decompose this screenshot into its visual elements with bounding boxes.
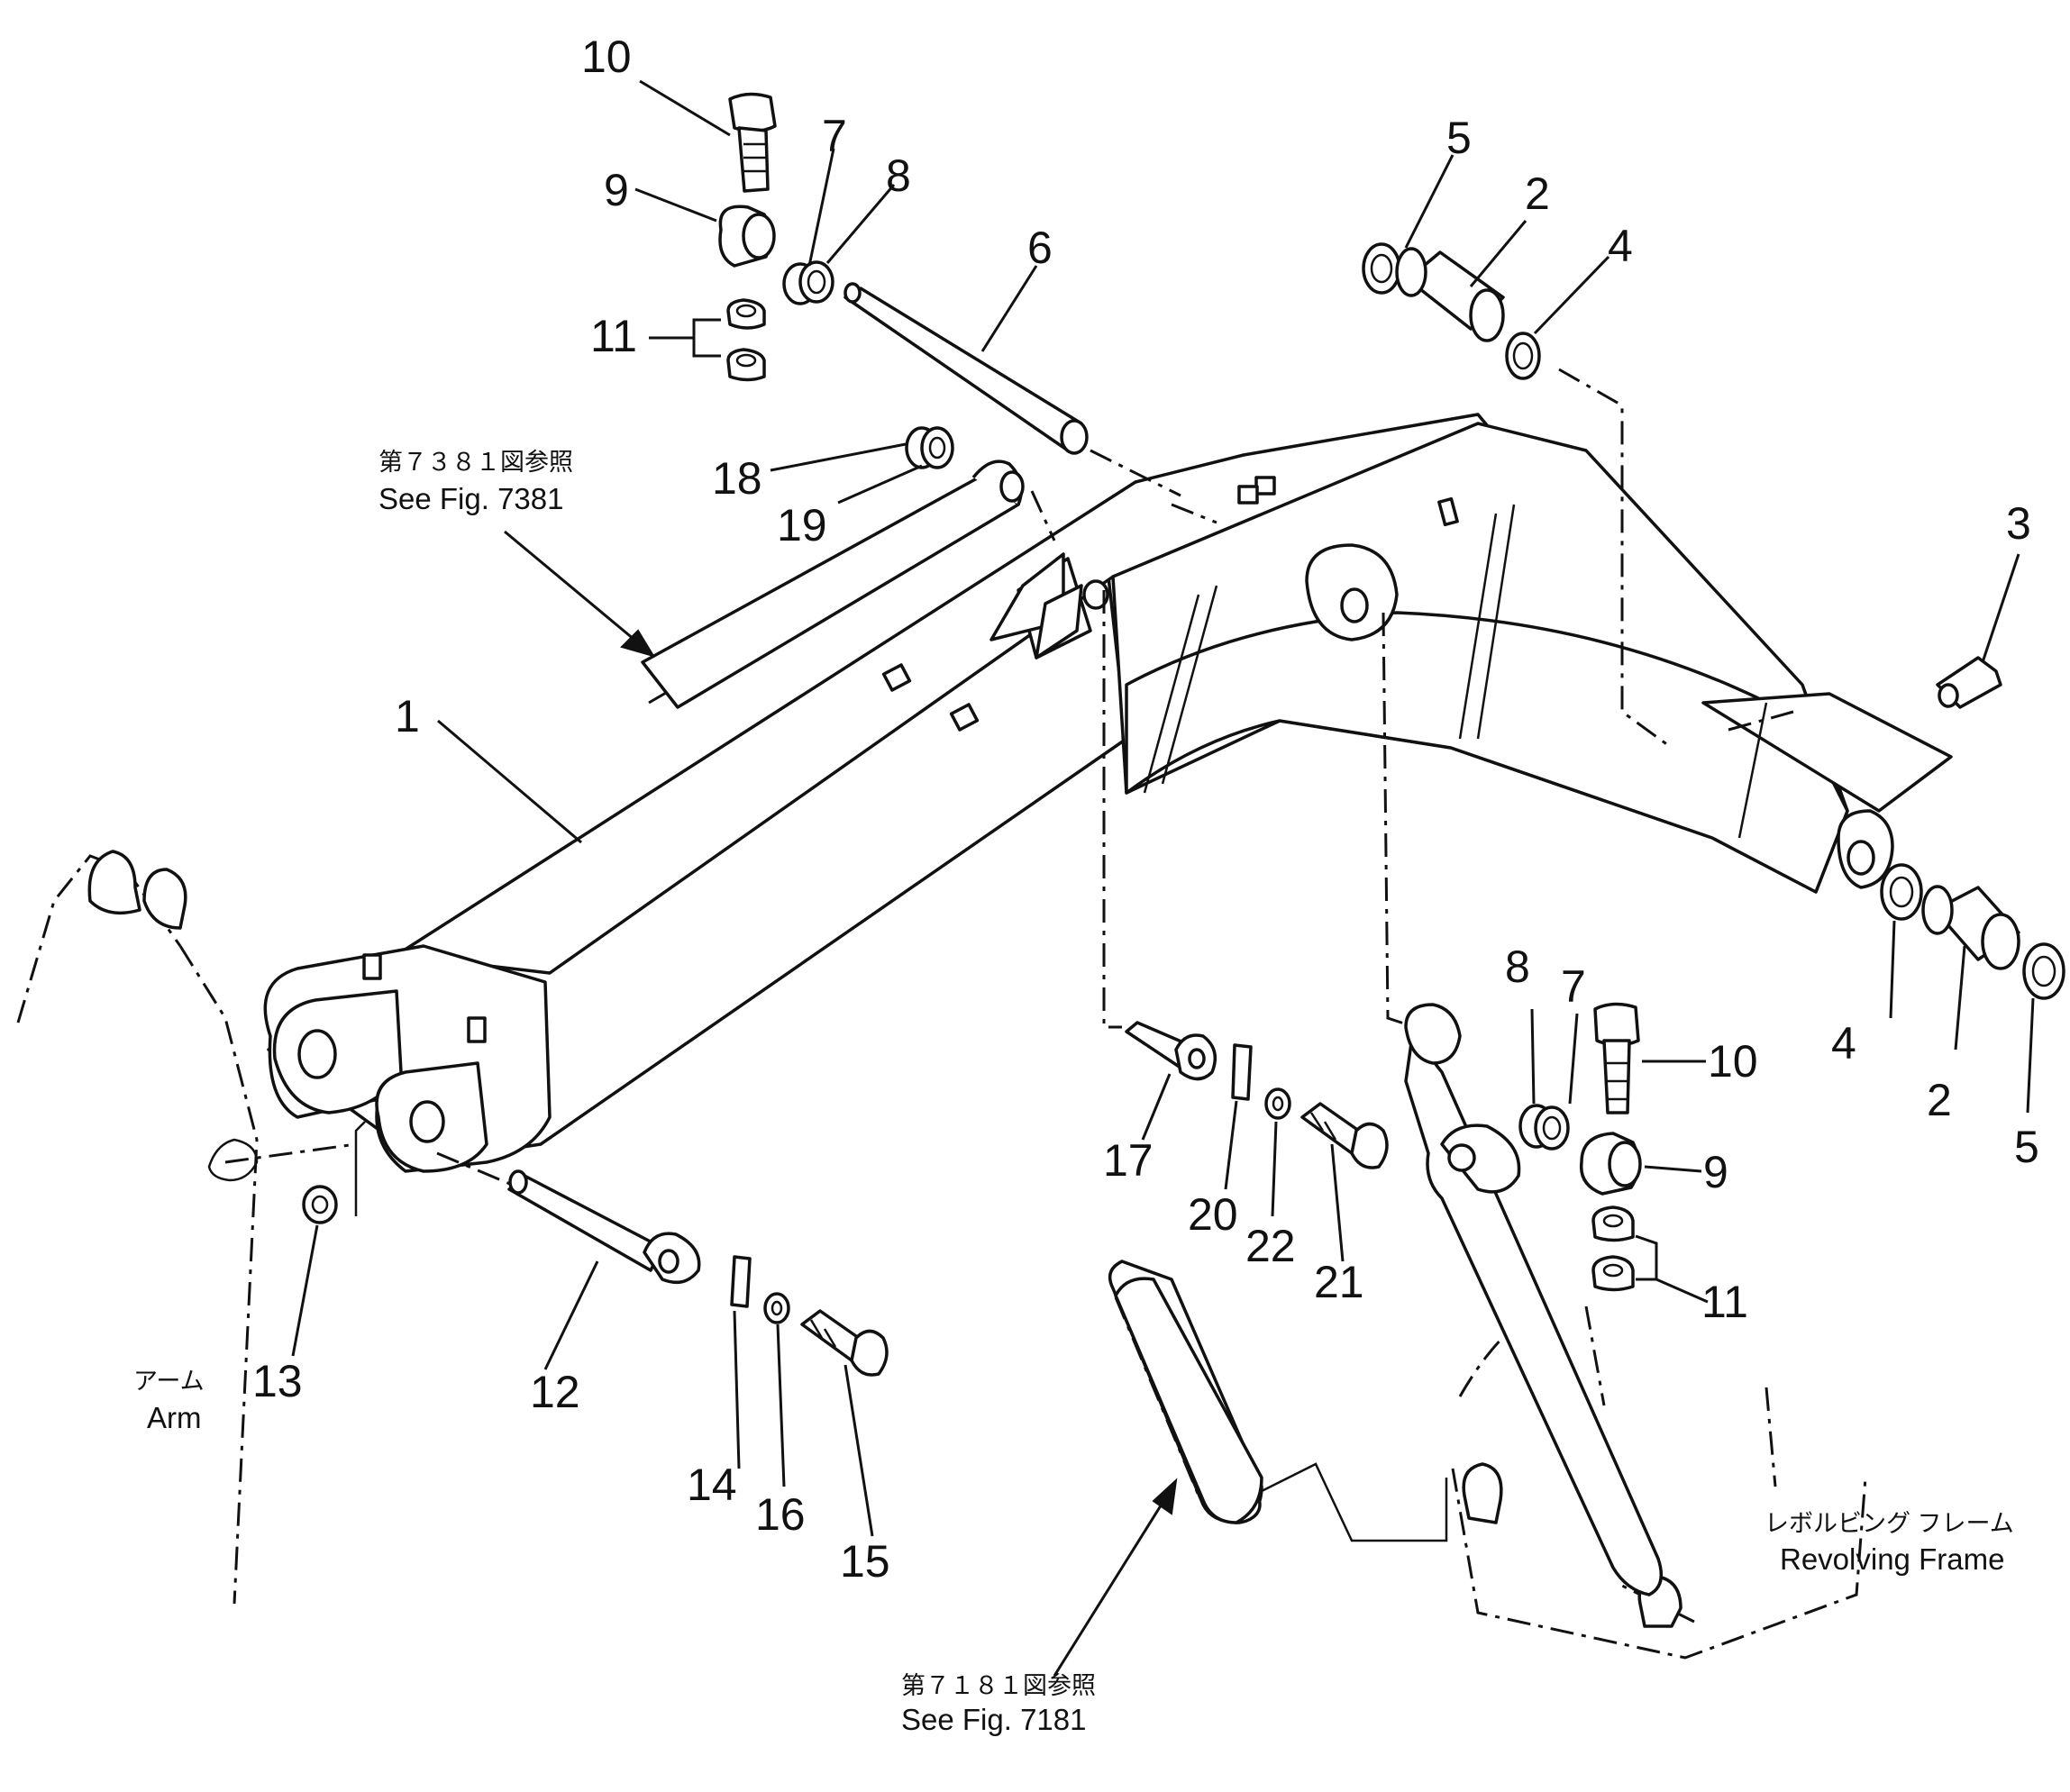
callout-17: 17 [1103,1135,1154,1186]
callout-4-top: 4 [1608,221,1633,271]
callout-19: 19 [777,500,827,550]
callout-4-lower: 4 [1831,1018,1856,1069]
shim-13 [207,1121,366,1224]
ref-7381-en: See Fig. 7381 [378,482,563,515]
callout-8-right: 8 [1505,941,1530,992]
arm-jp: アーム [133,1368,205,1395]
callout-2-top: 2 [1525,168,1550,219]
ref-7181-jp: 第７１８１図参照 [901,1672,1096,1699]
pin-17 [1125,1021,1217,1081]
collar-9-right [1579,1132,1642,1196]
nuts-11-top [726,298,766,382]
washer-22 [1264,1087,1291,1120]
callout-10-right: 10 [1708,1036,1758,1087]
leader-lines [291,79,2035,1677]
captions: 第７３８１図参照 See Fig. 7381 第７１８１図参照 See Fig.… [133,449,2014,1736]
collar-9-top [718,205,776,268]
callout-11-right: 11 [1701,1277,1748,1327]
callout-3: 3 [2006,498,2031,549]
plate-20 [1231,1043,1253,1101]
callout-13: 13 [252,1356,303,1406]
callout-15: 15 [840,1536,890,1587]
callout-7-right: 7 [1561,961,1586,1012]
callout-12: 12 [530,1367,580,1417]
plate-14 [730,1255,752,1308]
callout-5-lower: 5 [2014,1122,2039,1172]
callout-numbers: 1 2 2 3 4 4 5 5 6 7 7 8 8 9 9 10 10 11 1… [252,32,2039,1587]
shims-18-19 [905,426,954,469]
callout-20: 20 [1188,1189,1238,1240]
callout-16: 16 [755,1489,806,1540]
boom-body [263,413,1953,1173]
pin-6 [844,282,1089,455]
ref-7181-en: See Fig. 7181 [901,1703,1086,1736]
callout-5-top: 5 [1446,113,1472,163]
ref-7381-jp: 第７３８１図参照 [378,449,573,476]
boom-cylinder-upper [641,459,1025,709]
lower-cylinder-rod [1404,1003,1664,1596]
grease-fitting-3 [1936,656,2002,709]
bolt-21 [1300,1102,1389,1169]
callout-18: 18 [712,453,762,504]
revolving-frame-jp: レボルビング フレーム [1765,1510,2014,1537]
bolt-15 [800,1309,889,1377]
nuts-11-right [1591,1205,1635,1292]
callout-6: 6 [1027,223,1053,273]
callout-9-right: 9 [1703,1147,1728,1197]
arm-en: Arm [147,1401,202,1434]
callout-9-top: 9 [604,165,629,215]
shims-8-7-right [1518,1104,1570,1151]
callout-8-top: 8 [886,150,911,201]
callout-2-lower: 2 [1927,1075,1952,1125]
callout-7-top: 7 [822,111,847,161]
callout-10-top: 10 [581,32,632,82]
callout-1: 1 [395,691,420,741]
revolving-frame-en: Revolving Frame [1780,1542,2004,1576]
pin-12 [507,1169,701,1285]
callout-14: 14 [687,1460,737,1510]
callout-11-top: 11 [590,311,637,361]
callout-21: 21 [1314,1257,1364,1307]
bushings-top-5-2-4 [1362,242,1541,380]
callout-22: 22 [1245,1221,1296,1271]
bolt-10-top [728,92,777,193]
shims-7-8-top [782,260,834,305]
bushings-lower-4-2-5 [1880,863,2065,1000]
cylinder-7181-reference [1114,1277,1263,1524]
washer-16 [763,1292,790,1324]
bolt-10-right [1593,1002,1640,1114]
